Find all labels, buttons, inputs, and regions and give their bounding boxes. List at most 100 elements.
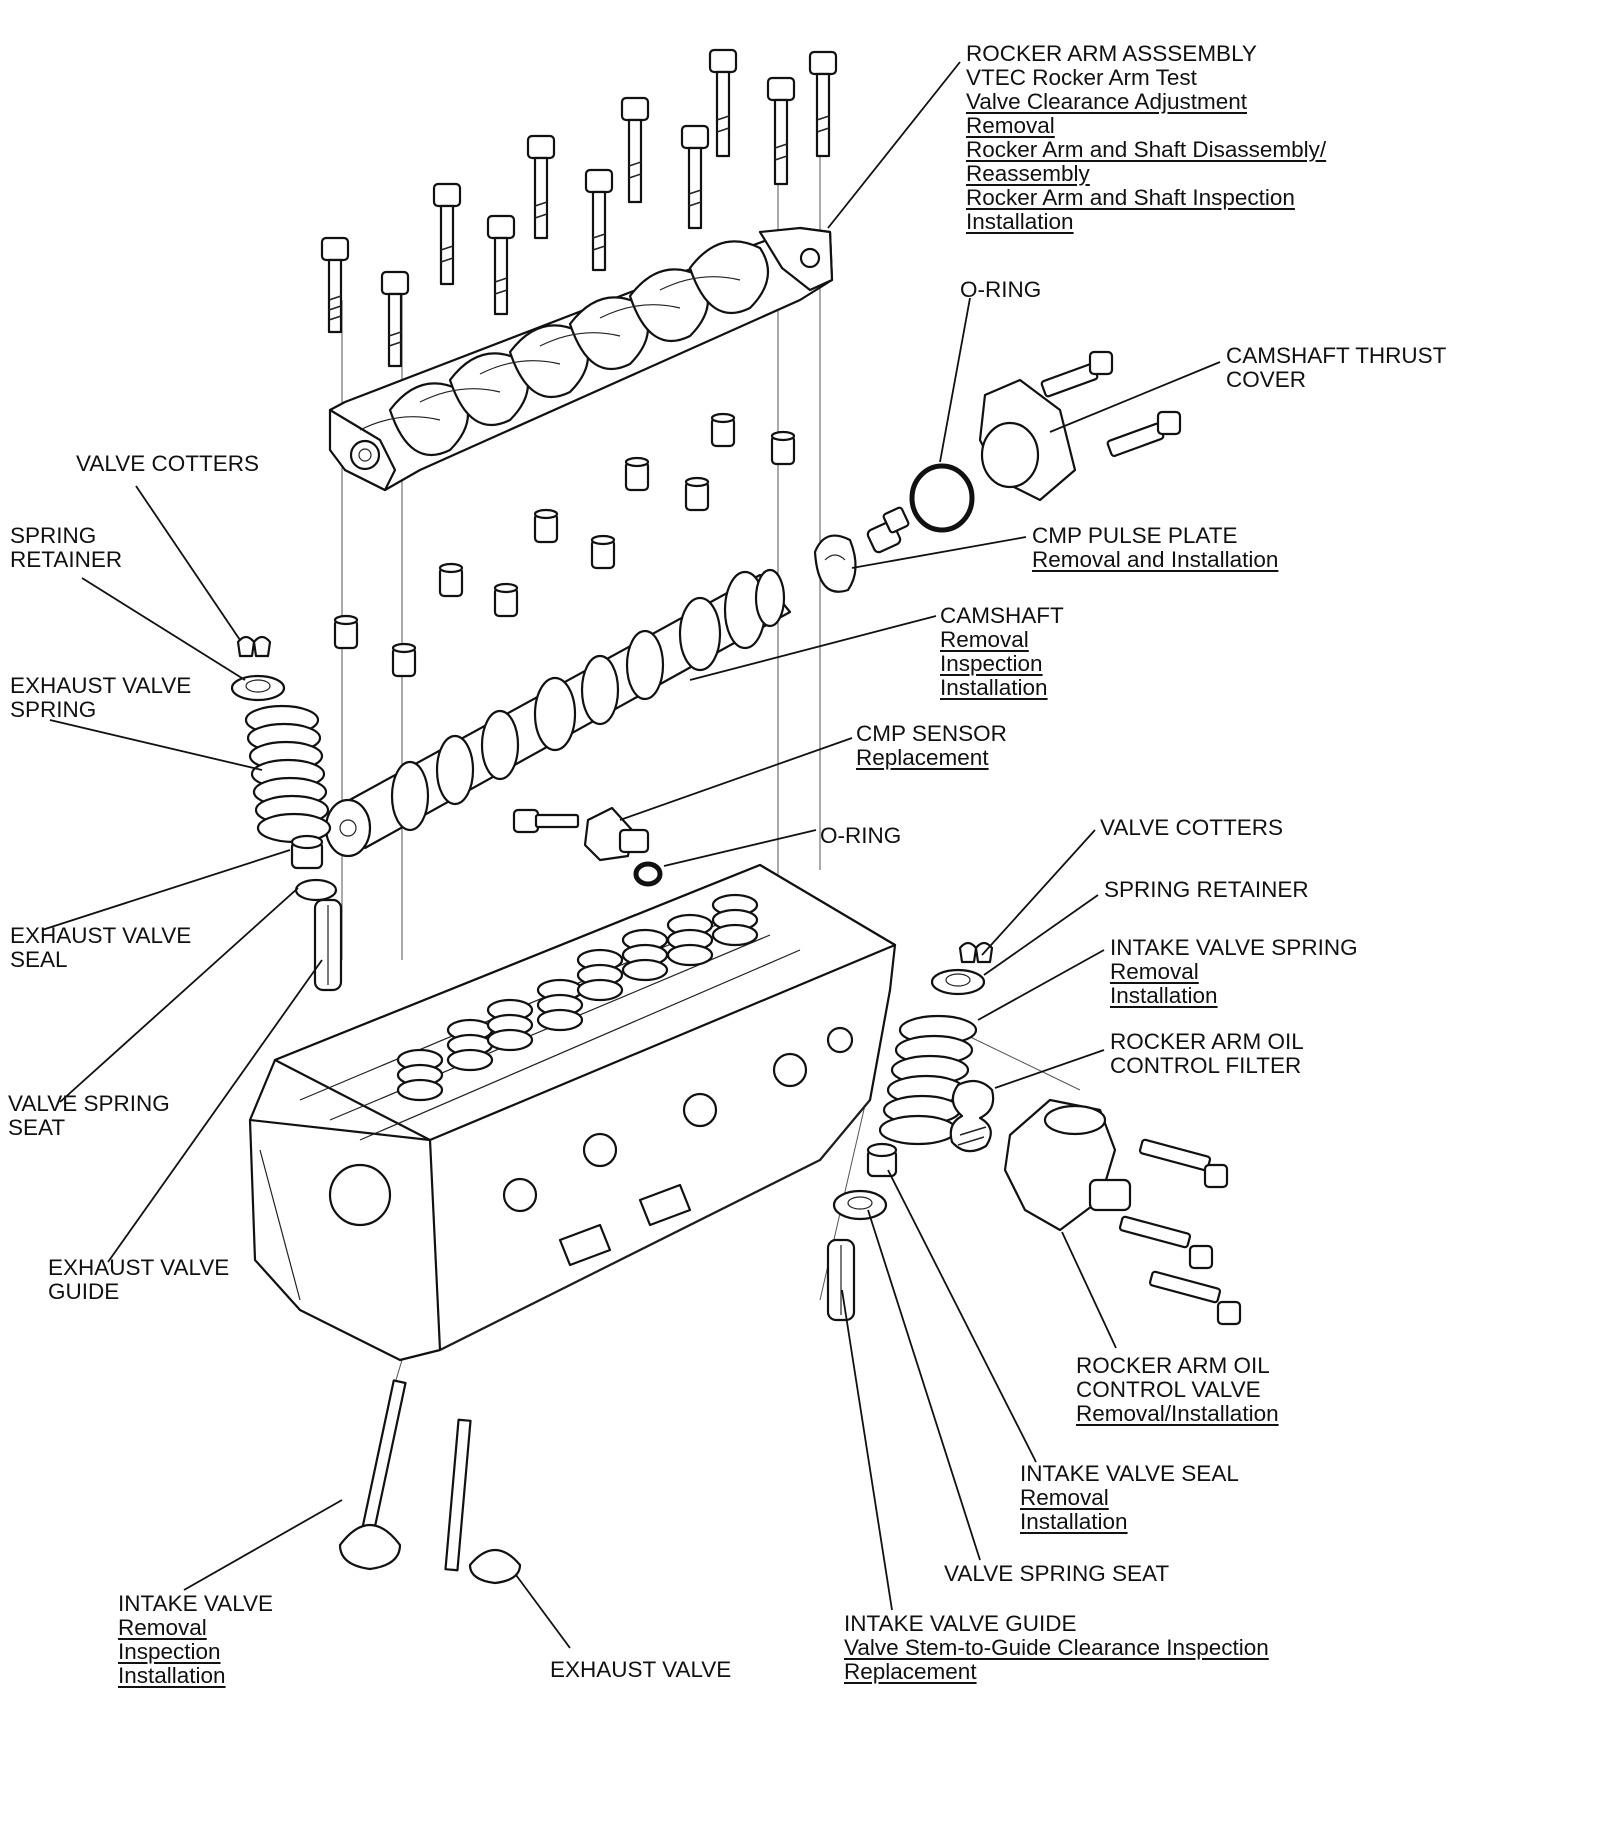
intake-valve-title: INTAKE VALVE — [118, 1591, 274, 1616]
bolt — [526, 134, 556, 240]
dowel — [624, 456, 650, 492]
link-intake-valve-guide-replacement[interactable]: Replacement — [844, 1659, 977, 1684]
bolt — [380, 270, 410, 368]
intake-valve-spring-title: INTAKE VALVE SPRING — [1110, 935, 1358, 960]
camshaft-thrust-cover-title: CAMSHAFT THRUST — [1226, 343, 1447, 368]
o-ring-top-title: O-RING — [960, 277, 1042, 302]
valve-cotters-left — [236, 635, 272, 658]
label-intake-valve-seal: INTAKE VALVE SEAL Removal Installation — [1020, 1462, 1239, 1534]
dowel — [533, 508, 559, 544]
rocker-arms — [359, 240, 770, 456]
dowel — [391, 642, 417, 678]
dowel — [493, 582, 519, 618]
dowel — [710, 412, 736, 448]
bolt — [584, 168, 614, 272]
cylinder-head — [248, 863, 897, 1362]
control-valve-bolts — [1118, 1138, 1242, 1326]
label-intake-valve-spring: INTAKE VALVE SPRING Removal Installation — [1110, 936, 1358, 1008]
camshaft-thrust-cover-title2: COVER — [1226, 367, 1307, 392]
spring-retainer-left-title: SPRING — [10, 523, 97, 548]
link-intake-valve-spring-installation[interactable]: Installation — [1110, 983, 1218, 1008]
link-intake-valve-seal-removal[interactable]: Removal — [1020, 1485, 1109, 1510]
label-exhaust-valve: EXHAUST VALVE — [550, 1658, 731, 1682]
label-exhaust-valve-guide: EXHAUST VALVE GUIDE — [48, 1256, 229, 1304]
spring-retainer-right-title: SPRING RETAINER — [1104, 877, 1309, 902]
bolt — [766, 76, 796, 186]
link-cmp-sensor-replacement[interactable]: Replacement — [856, 745, 989, 770]
link-rocker-arm-installation[interactable]: Installation — [966, 209, 1074, 234]
link-rocker-arm-shaft-reassembly[interactable]: Reassembly — [966, 161, 1090, 186]
exhaust-valve-seal-title2: SEAL — [10, 947, 68, 972]
label-rocker-arm-assembly: ROCKER ARM ASSSEMBLY VTEC Rocker Arm Tes… — [966, 42, 1326, 234]
rocker-arm-oil-control-filter-title: ROCKER ARM OIL — [1110, 1029, 1304, 1054]
link-valve-clearance-adjustment[interactable]: Valve Clearance Adjustment — [966, 89, 1247, 114]
label-rocker-arm-oil-control-filter: ROCKER ARM OIL CONTROL FILTER — [1110, 1030, 1304, 1078]
link-intake-valve-spring-removal[interactable]: Removal — [1110, 959, 1199, 984]
link-rocker-arm-shaft-disassembly[interactable]: Rocker Arm and Shaft Disassembly/ — [966, 137, 1327, 162]
rocker-arm-oil-control-filter-title2: CONTROL FILTER — [1110, 1053, 1302, 1078]
camshaft-title: CAMSHAFT — [940, 603, 1064, 628]
label-rocker-arm-oil-control-valve: ROCKER ARM OIL CONTROL VALVE Removal/Ins… — [1076, 1354, 1279, 1426]
o-ring-top — [909, 463, 975, 533]
valve-spring-seat-left-title: VALVE SPRING — [8, 1091, 170, 1116]
label-exhaust-valve-spring: EXHAUST VALVE SPRING — [10, 674, 191, 722]
rocker-arm-oil-control-valve — [1003, 1098, 1242, 1326]
link-camshaft-removal[interactable]: Removal — [940, 627, 1029, 652]
exhaust-valve-spring-title: EXHAUST VALVE — [10, 673, 192, 698]
link-intake-valve-seal-installation[interactable]: Installation — [1020, 1509, 1128, 1534]
rocker-arm-oil-control-valve-title: ROCKER ARM OIL — [1076, 1353, 1270, 1378]
bolt — [486, 214, 516, 316]
cmp-pulse-plate-title: CMP PULSE PLATE — [1032, 523, 1238, 548]
camshaft-thrust-cover — [978, 350, 1182, 502]
link-rocker-arm-oil-control-valve-removal-installation[interactable]: Removal/Installation — [1076, 1401, 1279, 1426]
link-intake-valve-removal[interactable]: Removal — [118, 1615, 207, 1640]
valve-cotters-right-title: VALVE COTTERS — [1100, 815, 1283, 840]
o-ring-mid-title: O-RING — [820, 823, 902, 848]
camshaft — [324, 568, 792, 858]
rocker-arm-assembly — [328, 226, 834, 492]
intake-valve-guide-title: INTAKE VALVE GUIDE — [844, 1611, 1077, 1636]
link-camshaft-inspection[interactable]: Inspection — [940, 651, 1043, 676]
link-cmp-pulse-plate-removal-installation[interactable]: Removal and Installation — [1032, 547, 1279, 572]
label-camshaft: CAMSHAFT Removal Inspection Installation — [940, 604, 1064, 700]
dowel — [438, 562, 464, 598]
exhaust-valve-spring-title2: SPRING — [10, 697, 97, 722]
bolt — [320, 236, 350, 334]
valve-cotters-left-title: VALVE COTTERS — [76, 451, 259, 476]
spring-retainer-left-title2: RETAINER — [10, 547, 123, 572]
link-valve-stem-to-guide-clearance-inspection[interactable]: Valve Stem-to-Guide Clearance Inspection — [844, 1635, 1269, 1660]
leader-lines — [41, 61, 1221, 1649]
dowel — [770, 430, 796, 466]
o-ring-mid — [633, 861, 663, 887]
dowel-pins — [333, 412, 796, 678]
link-rocker-arm-removal[interactable]: Removal — [966, 113, 1055, 138]
rocker-arm-assembly-title: ROCKER ARM ASSSEMBLY — [966, 41, 1257, 66]
link-rocker-arm-shaft-inspection[interactable]: Rocker Arm and Shaft Inspection — [966, 185, 1295, 210]
link-intake-valve-installation[interactable]: Installation — [118, 1663, 226, 1688]
exhaust-valve-seal — [290, 834, 324, 870]
spring-retainer-left — [230, 674, 286, 702]
exhaust-valve-seal-title: EXHAUST VALVE — [10, 923, 192, 948]
dowel — [684, 476, 710, 512]
label-intake-valve: INTAKE VALVE Removal Inspection Installa… — [118, 1592, 273, 1688]
label-o-ring-mid: O-RING — [820, 824, 901, 848]
pulse-plate-bolt — [866, 506, 910, 554]
exhaust-valve-guide — [313, 898, 343, 992]
bolt — [708, 48, 738, 158]
exhaust-valve-guide-title2: GUIDE — [48, 1279, 120, 1304]
label-valve-spring-seat-right: VALVE SPRING SEAT — [944, 1562, 1169, 1586]
label-camshaft-thrust-cover: CAMSHAFT THRUST COVER — [1226, 344, 1446, 392]
label-valve-cotters-left: VALVE COTTERS — [76, 452, 259, 476]
link-intake-valve-inspection[interactable]: Inspection — [118, 1639, 221, 1664]
link-camshaft-installation[interactable]: Installation — [940, 675, 1048, 700]
exhaust-valve-stack — [230, 635, 343, 992]
bolt — [432, 182, 462, 286]
spring-retainer-right — [930, 968, 986, 996]
label-intake-valve-guide: INTAKE VALVE GUIDE Valve Stem-to-Guide C… — [844, 1612, 1269, 1684]
cmp-pulse-plate — [813, 534, 857, 593]
dowel — [333, 614, 359, 650]
bolt — [680, 124, 710, 230]
rocker-shaft-bolts — [320, 48, 838, 368]
exhaust-valve — [444, 1418, 522, 1585]
